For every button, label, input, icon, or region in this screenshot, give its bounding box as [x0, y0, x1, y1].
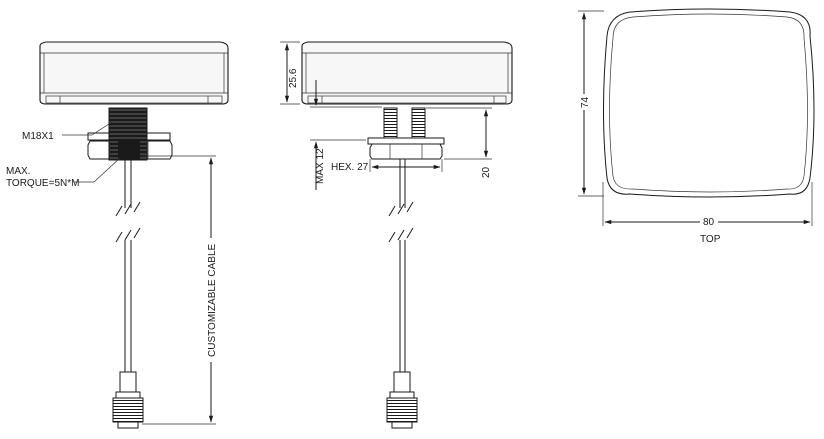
torque-label-line2: TORQUE=5N*M — [6, 178, 79, 189]
height-dimension: 25.6 — [288, 68, 299, 88]
hex-nut — [87, 140, 173, 160]
housing-body-middle — [301, 41, 513, 105]
top-view-label: TOP — [700, 234, 721, 245]
sma-connector-left — [112, 371, 144, 429]
torque-label-line1: MAX. — [6, 166, 30, 177]
top-outline-inner — [609, 13, 808, 193]
depth-dimension: 74 — [580, 96, 591, 108]
side-view-middle: 25.6 MAX 12 HEX. 27 20 — [280, 41, 513, 429]
side-view-left: M18X1 MAX. TORQUE=5N*M CUSTOMIZABLE CABL… — [6, 41, 229, 429]
width-dimension: 80 — [703, 217, 715, 228]
top-view: 74 80 TOP — [577, 8, 815, 245]
cable-length-label: CUSTOMIZABLE CABLE — [207, 243, 218, 357]
housing-body — [39, 41, 229, 105]
max-thread-dimension: MAX 12 — [315, 148, 326, 184]
washer — [87, 132, 171, 141]
hex-size-dimension: HEX. 27 — [331, 162, 369, 173]
thread-spec-label: M18X1 — [22, 131, 54, 142]
sma-connector-middle — [386, 371, 418, 429]
top-outline-outer — [603, 8, 815, 198]
stud-length-dimension: 20 — [481, 166, 492, 178]
